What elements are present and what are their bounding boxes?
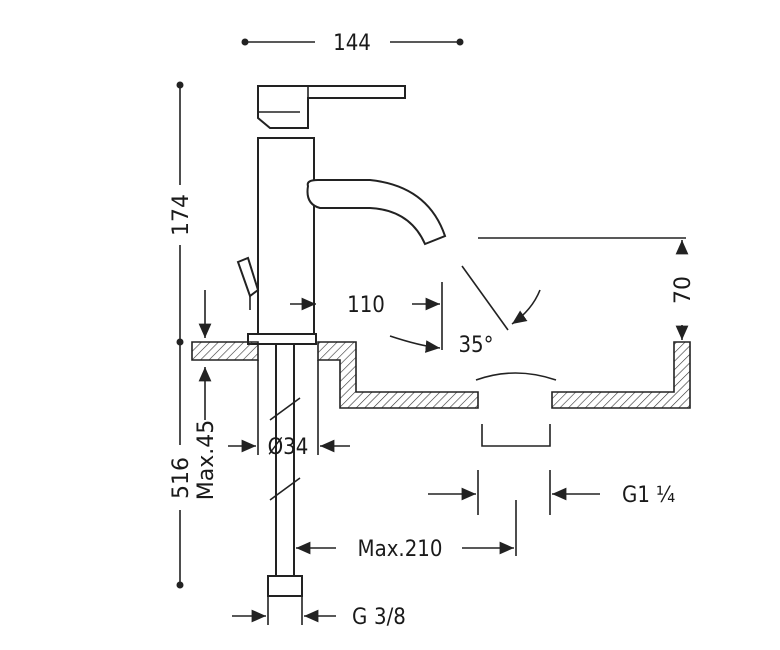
label-g1-fraction: ¼ (656, 483, 675, 508)
label-max210: Max.210 (358, 537, 443, 562)
basin-section (191, 341, 691, 447)
dim-overall-depth: 516 (169, 342, 194, 589)
hose-connector (267, 575, 303, 597)
dim-supply-thread: G 3/8 (232, 596, 406, 630)
label-g38: G (352, 605, 367, 630)
faucet (236, 85, 447, 345)
dim-spout-reach: 110 (290, 282, 443, 350)
dim-spout-height: 70 (478, 237, 696, 340)
dim-max-deck: Max.45 (194, 290, 219, 500)
dim-max-hose: Max.210 (296, 500, 517, 562)
dim-spray-angle: 35° (389, 265, 541, 358)
faucet-body (257, 137, 315, 339)
label-d34: Ø34 (268, 435, 309, 460)
label-g1: G1 (622, 483, 650, 508)
label-110: 110 (347, 293, 385, 318)
label-516: 516 (169, 457, 194, 499)
dim-width-top: 144 (241, 31, 464, 56)
label-70: 70 (671, 276, 696, 304)
supply-hose (267, 343, 303, 597)
label-g38-fraction: 3/8 (374, 605, 406, 630)
label-144: 144 (333, 31, 371, 56)
dim-waste-thread: G1 ¼ (428, 470, 675, 515)
spout (306, 179, 447, 246)
hose (275, 343, 295, 577)
pop-up-rod (236, 256, 260, 298)
dim-hole-diameter: Ø34 (228, 360, 350, 460)
dim-height-total: 174 (169, 81, 194, 346)
label-174: 174 (169, 194, 194, 236)
label-max45: Max.45 (194, 420, 219, 500)
handle (257, 85, 406, 129)
label-35deg: 35° (458, 333, 493, 358)
